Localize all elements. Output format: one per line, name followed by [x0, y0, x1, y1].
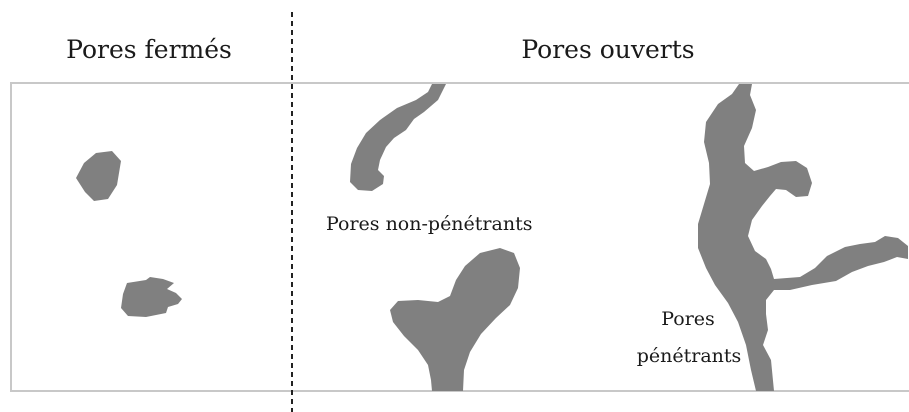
open-pore-top-curl [350, 84, 446, 191]
label-penetrating-pores-line1: Pores [661, 308, 715, 330]
heading-closed-pores: Pores fermés [66, 35, 232, 64]
closed-pore-1 [76, 151, 121, 201]
material-sample [10, 82, 909, 392]
open-pore-bottom-blob [390, 248, 520, 391]
heading-open-pores: Pores ouverts [521, 35, 694, 64]
label-non-penetrating-pores: Pores non-pénétrants [326, 213, 532, 235]
label-penetrating-pores-line2: pénétrants [637, 345, 742, 367]
closed-pore-2 [121, 277, 182, 317]
penetrating-pore-network [698, 84, 908, 391]
